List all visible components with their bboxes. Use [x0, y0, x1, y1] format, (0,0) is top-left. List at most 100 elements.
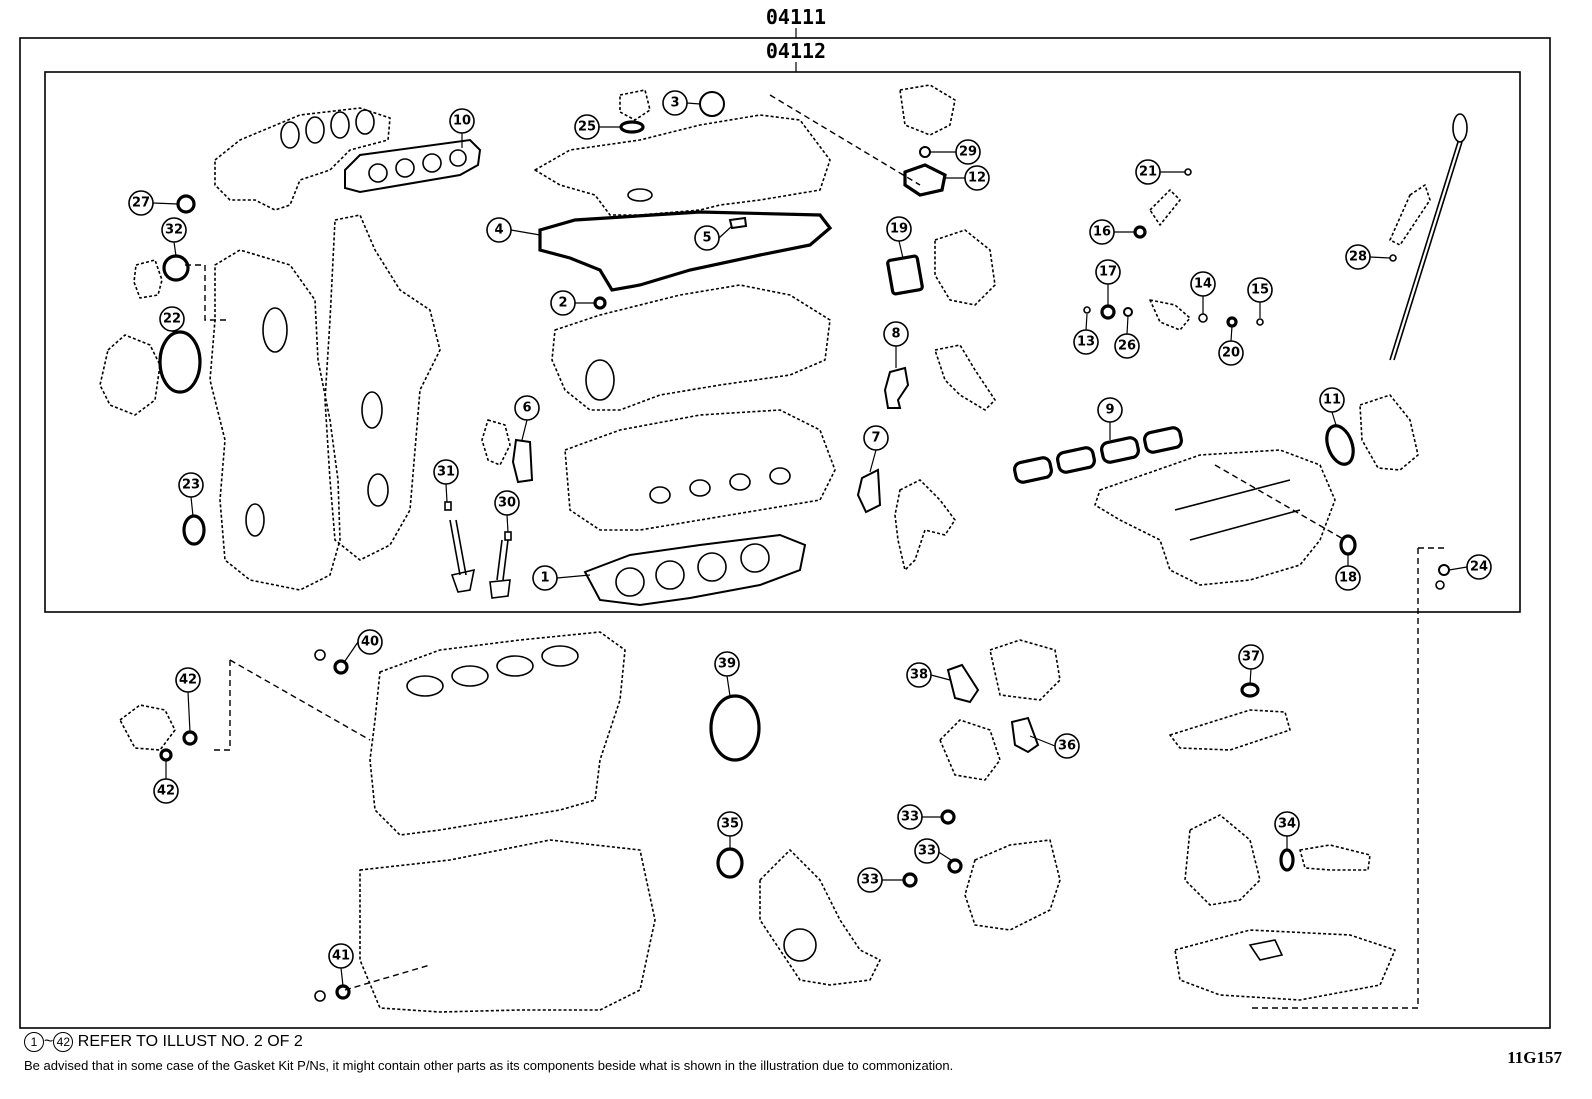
kit-04112-inner-box — [44, 71, 1521, 613]
gasket-42-upper — [182, 730, 198, 746]
gasket-20 — [1226, 316, 1238, 328]
throttle-body — [1359, 394, 1419, 471]
callout-27: 27 — [128, 190, 154, 216]
timing-chain-case — [324, 214, 441, 561]
callout-19: 19 — [886, 216, 912, 242]
oil-level-gauge — [1389, 113, 1468, 361]
callout-31: 31 — [433, 459, 459, 485]
oil-seal-retainer — [133, 259, 163, 299]
svg-text:3: 3 — [670, 96, 679, 111]
water-inlet-pipe — [894, 479, 956, 571]
callout-20: 20 — [1218, 340, 1244, 366]
gasket-33-a — [940, 809, 956, 825]
crankcase — [359, 839, 656, 1013]
callout-32: 32 — [161, 217, 187, 243]
svg-text:27: 27 — [132, 196, 150, 211]
gasket-13 — [1083, 306, 1091, 314]
gasket-33-b — [947, 858, 963, 874]
svg-text:9: 9 — [1105, 403, 1114, 418]
svg-text:31: 31 — [437, 465, 455, 480]
svg-text:34: 34 — [1278, 817, 1296, 832]
callout-17: 17 — [1095, 259, 1121, 285]
svg-text:5: 5 — [702, 231, 711, 246]
o-ring-22 — [158, 330, 202, 394]
svg-text:18: 18 — [1339, 571, 1357, 586]
cylinder-head — [564, 409, 836, 531]
gasket-11 — [1325, 424, 1355, 466]
refer-end-circle: 42 — [53, 1032, 74, 1052]
svg-text:8: 8 — [891, 327, 900, 342]
valve-stem-seal-31 — [444, 501, 452, 511]
gasket-33-c — [902, 872, 918, 888]
spark-plug-tube-gasket-5 — [728, 216, 748, 230]
cylinder-head-cover — [534, 114, 831, 216]
gasket-18 — [1339, 534, 1357, 556]
callout-36: 36 — [1054, 733, 1080, 759]
callout-35: 35 — [717, 811, 743, 837]
leader-lines — [152, 102, 1468, 987]
oil-seal-39 — [709, 694, 761, 762]
gasket-24 — [1438, 564, 1450, 576]
callout-9: 9 — [1097, 397, 1123, 423]
callout-42-lower: 42 — [153, 778, 179, 804]
svg-text:33: 33 — [861, 873, 879, 888]
callout-1: 1 — [532, 565, 558, 591]
callout-41: 41 — [328, 943, 354, 969]
timing-chain-cover — [209, 249, 341, 591]
svg-text:14: 14 — [1194, 277, 1212, 292]
o-ring-28 — [1389, 254, 1397, 262]
water-inlet-34 — [1299, 844, 1371, 871]
gasket-8 — [883, 366, 910, 409]
callout-18: 18 — [1335, 565, 1361, 591]
oil-seal-23 — [182, 514, 206, 546]
oil-pan — [1174, 929, 1396, 1001]
svg-text:36: 36 — [1058, 739, 1076, 754]
kit-04111-label: 04111 — [766, 5, 826, 29]
water-bypass-hose — [1169, 709, 1291, 751]
callout-33-c: 33 — [857, 867, 883, 893]
callout-8: 8 — [883, 321, 909, 347]
callout-24: 24 — [1466, 554, 1492, 580]
gasket-35 — [716, 847, 744, 879]
svg-text:7: 7 — [871, 431, 880, 446]
gasket-12 — [903, 163, 947, 197]
gasket-26 — [1123, 307, 1133, 317]
svg-text:13: 13 — [1077, 335, 1095, 350]
gasket-37 — [1240, 682, 1260, 698]
svg-text:32: 32 — [165, 223, 183, 238]
refer-tilde: ~ — [44, 1033, 54, 1051]
head-cover-gasket-4 — [538, 210, 833, 292]
exhaust-manifold — [214, 107, 391, 211]
callout-28: 28 — [1345, 244, 1371, 270]
kit-04112-label: 04112 — [766, 39, 826, 63]
gasket-42-lower — [159, 748, 173, 762]
callout-16: 16 — [1089, 219, 1115, 245]
oil-filler-cap-body — [619, 89, 651, 121]
svg-text:33: 33 — [901, 810, 919, 825]
cylinder-head-gasket-1 — [583, 533, 807, 607]
gasket-16 — [1133, 225, 1147, 239]
svg-text:26: 26 — [1118, 339, 1136, 354]
svg-text:21: 21 — [1139, 165, 1157, 180]
temperature-sensor — [1149, 299, 1191, 331]
o-ring-29 — [919, 146, 931, 158]
svg-text:35: 35 — [721, 817, 739, 832]
svg-text:28: 28 — [1349, 250, 1367, 265]
exhaust-manifold-gasket — [344, 138, 482, 194]
svg-text:16: 16 — [1093, 225, 1111, 240]
water-inlet-housing — [481, 419, 511, 466]
svg-text:41: 41 — [332, 949, 350, 964]
gasket-19 — [886, 254, 924, 296]
svg-text:23: 23 — [182, 478, 200, 493]
svg-text:1: 1 — [540, 571, 549, 586]
svg-text:11: 11 — [1323, 393, 1341, 408]
callout-6: 6 — [514, 395, 540, 421]
callout-25: 25 — [574, 114, 600, 140]
gasket-15 — [1256, 318, 1264, 326]
callout-37: 37 — [1238, 644, 1264, 670]
o-ring-34 — [1279, 848, 1295, 872]
callout-3: 3 — [662, 90, 688, 116]
intake-manifold-gasket-9 — [1013, 426, 1183, 484]
svg-text:12: 12 — [968, 171, 986, 186]
svg-text:42: 42 — [157, 784, 175, 799]
